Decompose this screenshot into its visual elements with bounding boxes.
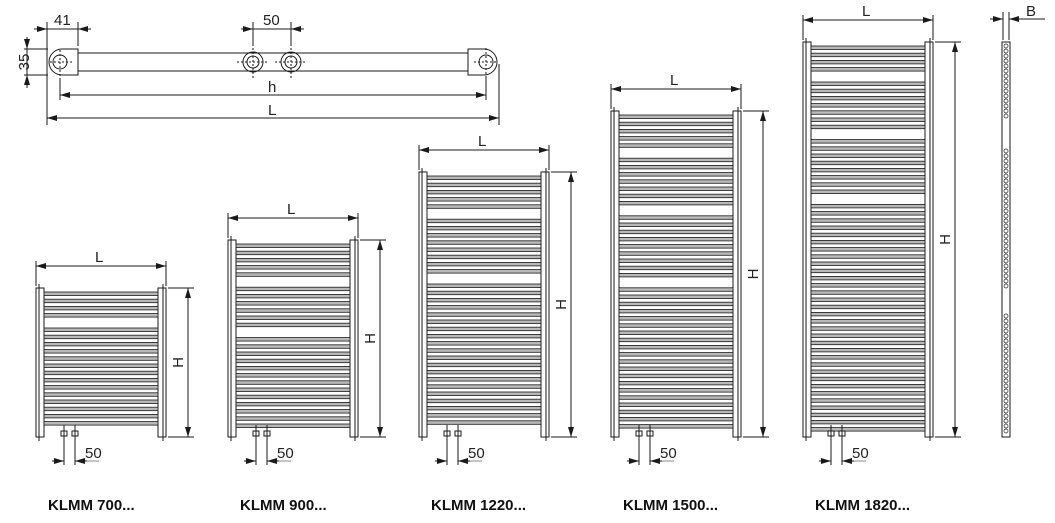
radiator-0: L H 50 bbox=[35, 249, 194, 465]
connection-dim-label: 50 bbox=[660, 445, 677, 462]
side-view bbox=[990, 12, 1045, 438]
width-dim-label: L bbox=[287, 201, 295, 218]
dim-depth-label: 35 bbox=[16, 54, 33, 71]
width-dim-label: L bbox=[478, 133, 486, 150]
dim-width-label: B bbox=[1026, 3, 1036, 20]
connection-dim-label: 50 bbox=[85, 445, 102, 462]
dim-center-distance-label: h bbox=[268, 79, 276, 96]
model-label: KLMM 700... bbox=[48, 497, 135, 514]
height-dim-label: H bbox=[170, 357, 187, 368]
height-dim-label: H bbox=[937, 234, 954, 245]
model-label: KLMM 1500... bbox=[623, 497, 719, 514]
width-dim-label: L bbox=[670, 72, 678, 89]
model-label: KLMM 1220... bbox=[431, 497, 527, 514]
dim-connection-spacing-label: 50 bbox=[263, 12, 280, 29]
top-view bbox=[24, 22, 500, 125]
height-dim-label: H bbox=[362, 333, 379, 344]
dim-offset-label: 41 bbox=[54, 12, 71, 29]
height-dim-label: H bbox=[553, 299, 570, 310]
model-label: KLMM 1820... bbox=[815, 497, 911, 514]
connection-dim-label: 50 bbox=[277, 445, 294, 462]
radiator-1: L H 50 bbox=[227, 201, 386, 465]
height-dim-label: H bbox=[745, 269, 762, 280]
dim-length-label: L bbox=[268, 102, 276, 119]
radiator-2: L H 50 bbox=[418, 133, 577, 465]
connection-dim-label: 50 bbox=[468, 445, 485, 462]
width-dim-label: L bbox=[95, 249, 103, 266]
connection-dim-label: 50 bbox=[852, 445, 869, 462]
radiator-4: L H 50 bbox=[802, 3, 961, 465]
model-label: KLMM 900... bbox=[240, 497, 327, 514]
radiator-3: L H 50 bbox=[610, 72, 769, 465]
width-dim-label: L bbox=[862, 3, 870, 20]
